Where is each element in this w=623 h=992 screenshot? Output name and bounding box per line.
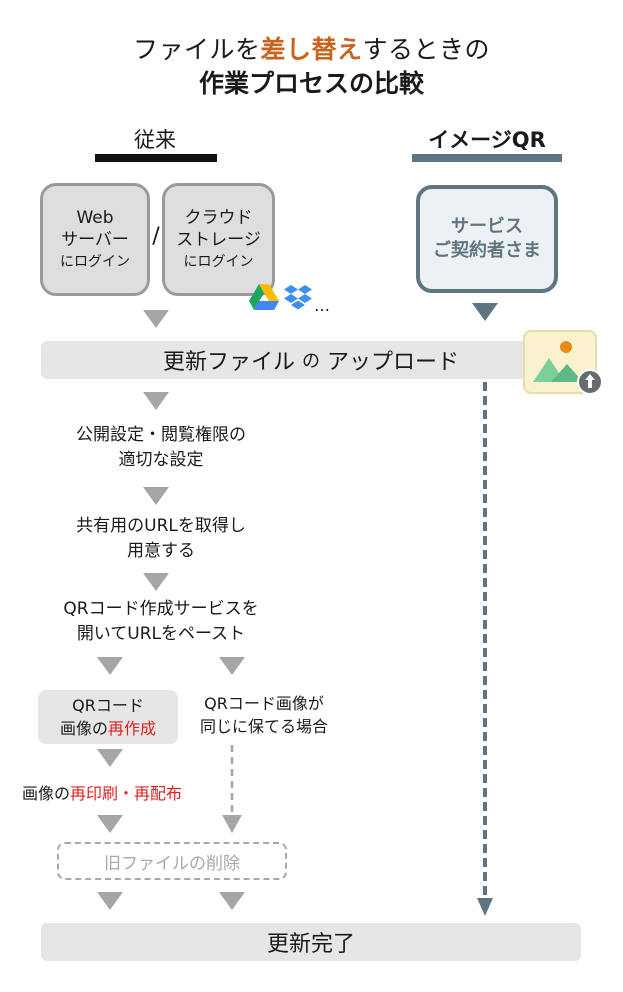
- url-line1: 共有用のURLを取得し: [76, 516, 246, 536]
- service-subscriber-box: サービス ご契約者さま: [416, 185, 558, 293]
- same-line2: 同じに保てる場合: [199, 717, 328, 736]
- recreate-line2-pre: 画像の: [59, 719, 108, 738]
- delete-old-file-box: 旧ファイルの削除: [57, 842, 287, 880]
- arrow-down-icon: [219, 892, 245, 910]
- cloud-line2: ストレージ: [176, 229, 261, 250]
- recreate-line1: QRコード: [72, 696, 144, 715]
- web-line1: Web: [76, 207, 114, 228]
- qr-generator-step: QRコード作成サービスを 開いてURLをペースト: [20, 597, 302, 647]
- permissions-step: 公開設定・閲覧権限の 適切な設定: [20, 423, 302, 473]
- arrow-down-icon: [143, 392, 169, 410]
- arrow-down-icon: [97, 892, 123, 910]
- cloud-storage-login-box: クラウド ストレージ にログイン: [162, 183, 275, 296]
- title-text-tail: するときの: [362, 35, 491, 64]
- same-qr-dashed-line: [222, 745, 242, 833]
- url-line2: 用意する: [127, 541, 195, 561]
- upload-text-particle: の: [302, 351, 320, 372]
- title-text: ファイルを: [132, 35, 261, 64]
- upload-text-pre: 更新ファイル: [162, 350, 295, 375]
- reprint-pre: 画像の: [22, 784, 71, 803]
- web-server-login-box: Web サーバー にログイン: [40, 183, 150, 296]
- qr-same-case: QRコード画像が 同じに保てる場合: [180, 692, 348, 738]
- reprint-step: 画像の再印刷・再配布: [22, 780, 182, 804]
- web-line3: にログイン: [60, 253, 130, 270]
- column-bar-conventional: [95, 154, 217, 162]
- cloud-line1: クラウド: [184, 207, 253, 228]
- arrow-down-icon: [97, 815, 123, 833]
- image-upload-icon: [523, 330, 603, 395]
- upload-text-post: アップロード: [327, 350, 460, 375]
- qrgen-line2: 開いてURLをペースト: [76, 624, 246, 644]
- same-line1: QRコード画像が: [204, 694, 324, 713]
- permissions-line2: 適切な設定: [118, 450, 204, 470]
- arrow-down-icon: [97, 657, 123, 675]
- arrow-down-icon: [143, 487, 169, 505]
- title-highlight: 差し替え: [260, 35, 363, 64]
- qr-recreate-box: QRコード 画像の再作成: [38, 690, 178, 744]
- arrow-down-icon: [97, 749, 123, 767]
- dropbox-icon: [284, 285, 312, 310]
- arrow-down-icon: [219, 657, 245, 675]
- share-url-step: 共有用のURLを取得し 用意する: [20, 514, 302, 564]
- more-services-ellipsis: …: [314, 296, 330, 315]
- arrow-down-icon: [143, 573, 169, 591]
- recreate-line2-red: 再作成: [108, 719, 157, 738]
- reprint-red: 再印刷・再配布: [70, 784, 183, 803]
- google-drive-icon: [249, 284, 279, 310]
- qrgen-line1: QRコード作成サービスを: [63, 599, 259, 619]
- arrow-down-icon: [472, 303, 498, 321]
- column-bar-imageqr: [412, 154, 562, 162]
- title-line2: 作業プロセスの比較: [198, 69, 424, 98]
- web-line2: サーバー: [61, 229, 129, 250]
- update-complete-bar: 更新完了: [41, 923, 581, 961]
- permissions-line1: 公開設定・閲覧権限の: [76, 425, 246, 445]
- arrow-down-icon: [143, 310, 169, 328]
- service-line2: ご契約者さま: [433, 240, 541, 261]
- imageqr-dashed-flow-line: [477, 382, 493, 916]
- column-label-imageqr: イメージQR: [428, 128, 546, 152]
- source-separator: /: [152, 224, 160, 249]
- service-line1: サービス: [451, 216, 523, 237]
- column-label-conventional: 従来: [134, 128, 176, 152]
- cloud-line3: にログイン: [183, 253, 254, 270]
- title-line1: ファイルを差し替えするときの: [0, 30, 623, 66]
- upload-step-bar: 更新ファイル の アップロード: [41, 341, 581, 379]
